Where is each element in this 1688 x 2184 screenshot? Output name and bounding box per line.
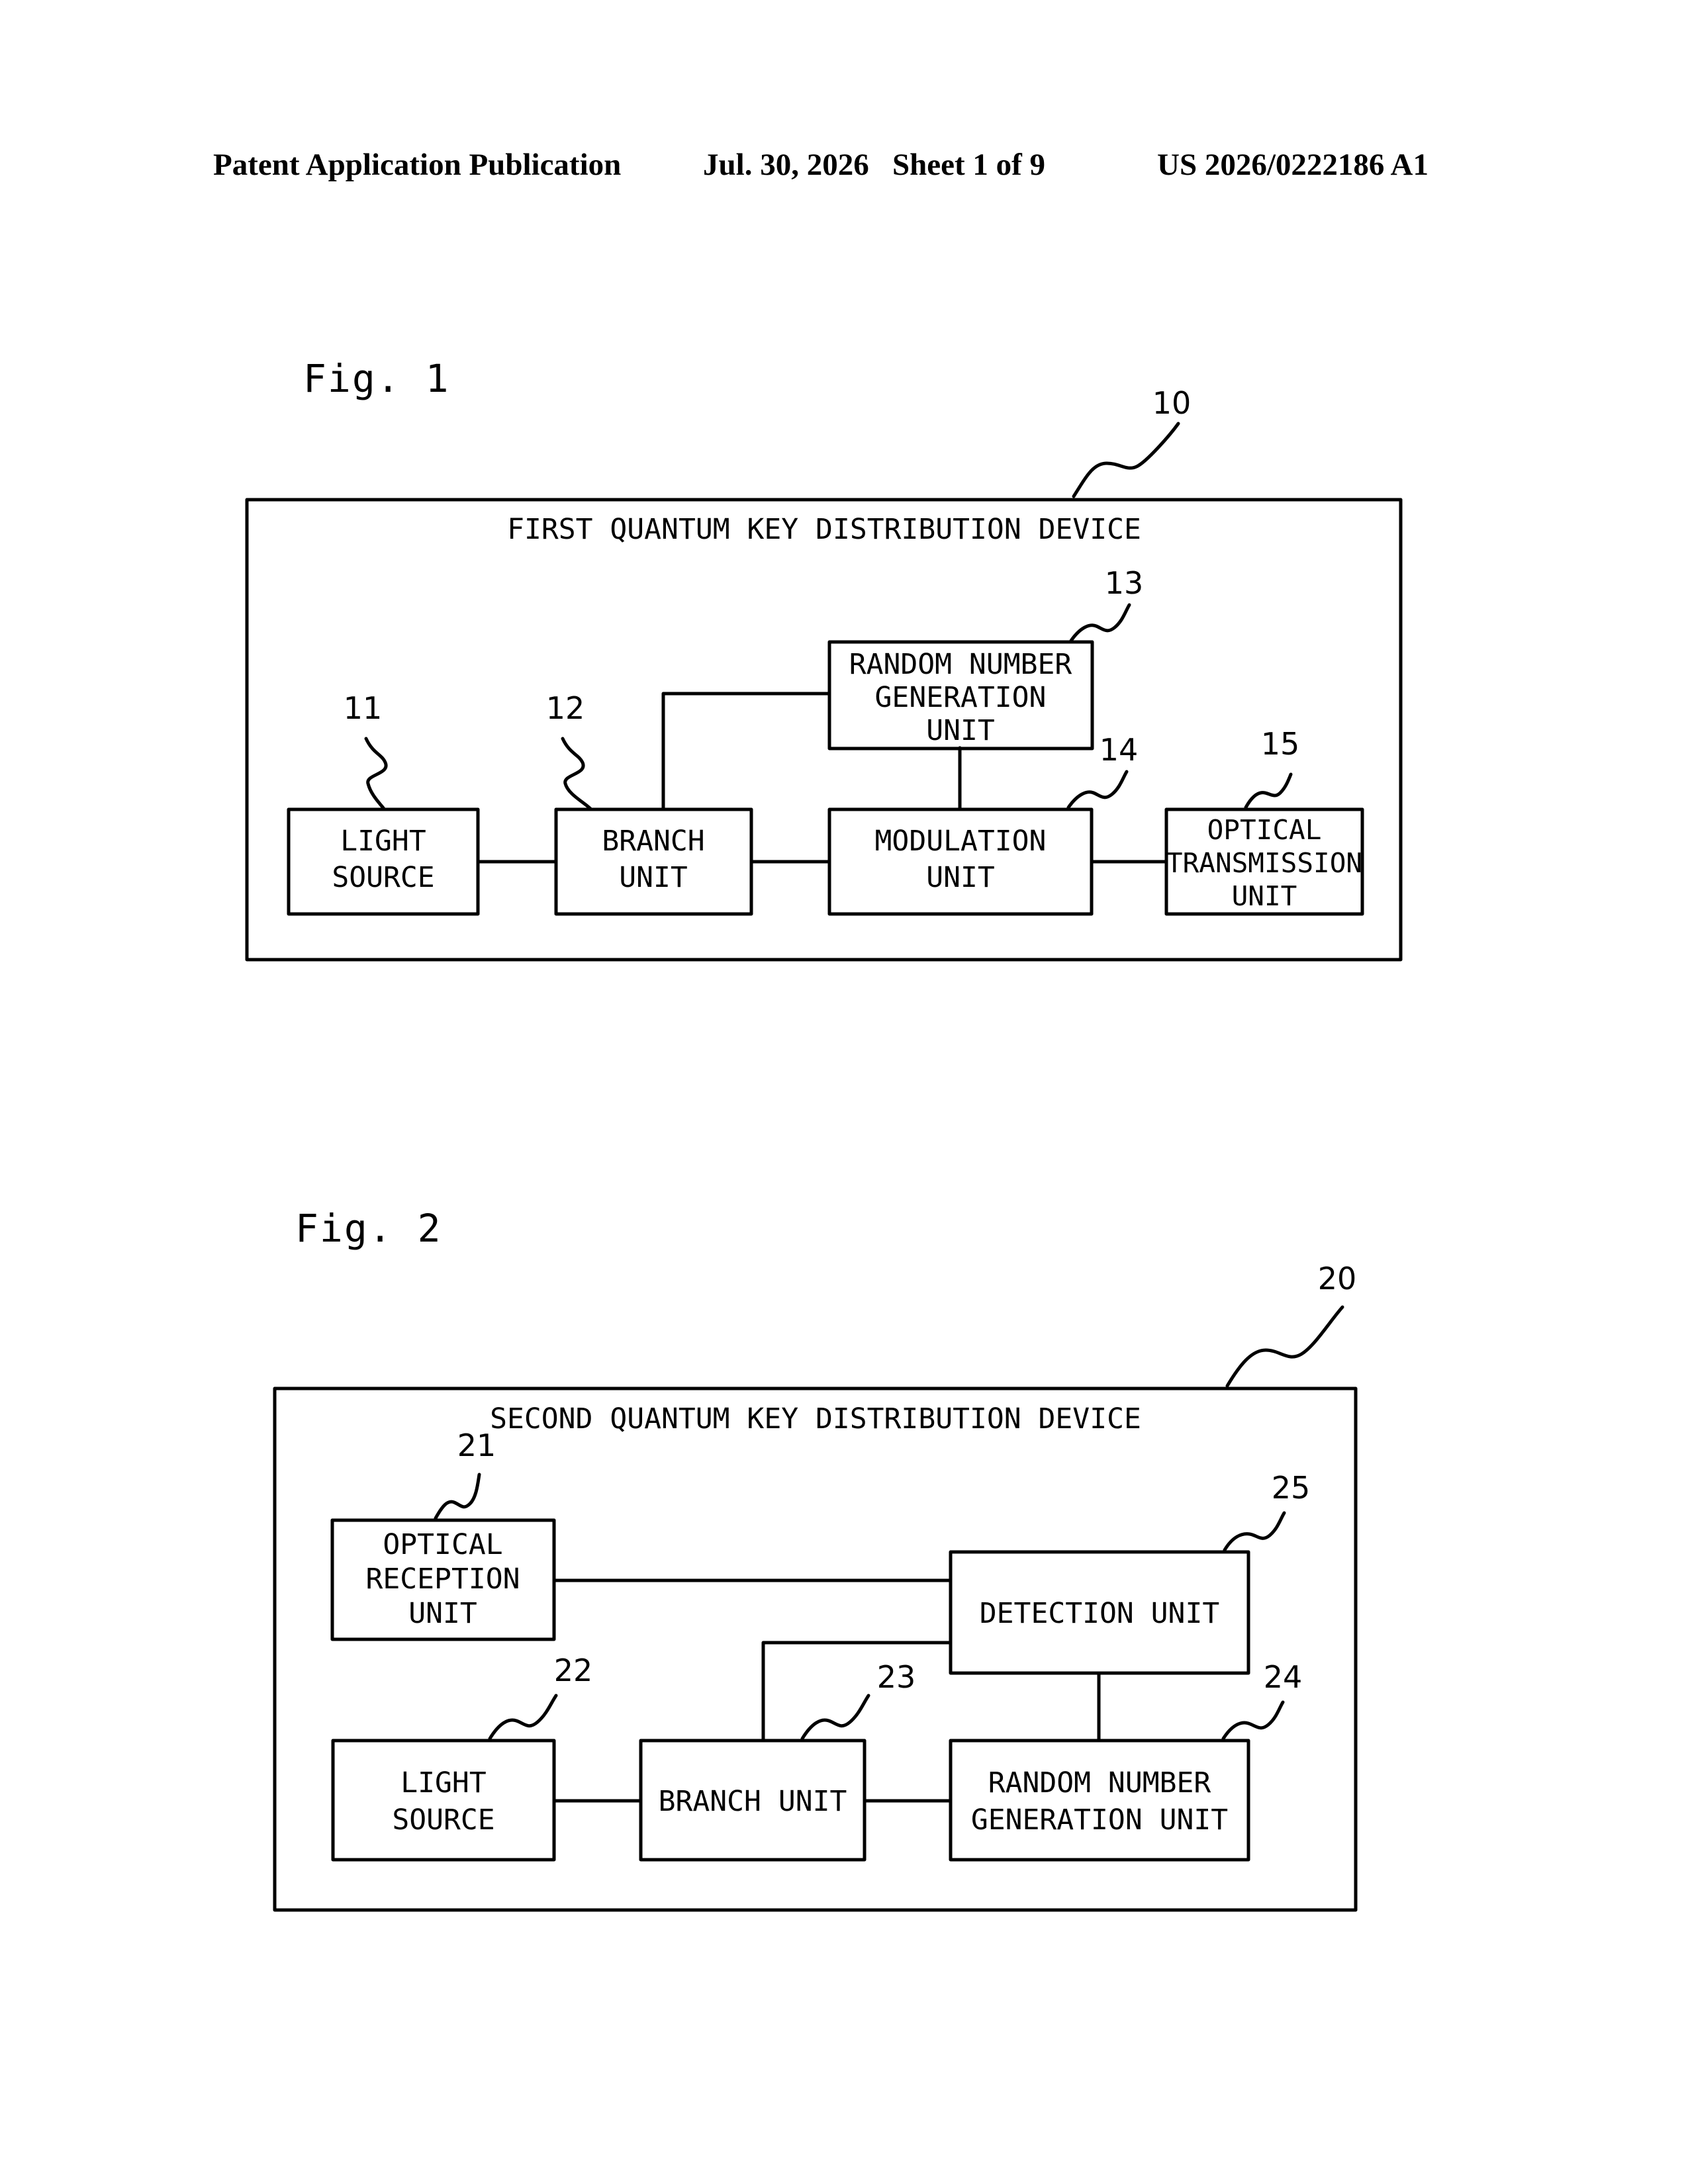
block-22-label-line-1: LIGHT	[400, 1766, 486, 1799]
block-15-label-line-2: TRANSMISSION	[1166, 847, 1362, 879]
device-20-title: SECOND QUANTUM KEY DISTRIBUTION DEVICE	[490, 1402, 1141, 1435]
block-11-label-line-2: SOURCE	[332, 861, 434, 894]
leader-20	[1227, 1307, 1342, 1386]
block-15-label-line-1: OPTICAL	[1207, 814, 1322, 846]
block-12-label-line-1: BRANCH	[602, 825, 704, 858]
ref-25: 25	[1272, 1470, 1311, 1506]
block-24-label-line-1: RANDOM NUMBER	[988, 1766, 1211, 1799]
leader-15	[1246, 774, 1291, 807]
block-22-light-source	[333, 1741, 554, 1860]
connector-12-13	[663, 694, 829, 809]
ref-10: 10	[1152, 385, 1192, 421]
ref-11: 11	[344, 690, 383, 726]
leader-10	[1074, 424, 1178, 496]
leader-23	[802, 1696, 868, 1739]
ref-24: 24	[1264, 1659, 1303, 1695]
block-21-label-line-2: RECEPTION	[366, 1563, 520, 1596]
leader-25	[1225, 1513, 1284, 1550]
ref-12: 12	[546, 690, 585, 726]
block-13-label-line-3: UNIT	[926, 714, 995, 747]
ref-14: 14	[1100, 732, 1139, 768]
leader-24	[1223, 1702, 1283, 1739]
block-14-label-line-2: UNIT	[926, 861, 995, 894]
leader-11	[366, 739, 386, 809]
leader-13	[1071, 605, 1129, 641]
block-12-label-line-2: UNIT	[619, 861, 688, 894]
ref-20: 20	[1318, 1261, 1357, 1297]
ref-21: 21	[457, 1428, 496, 1463]
device-10-title: FIRST QUANTUM KEY DISTRIBUTION DEVICE	[507, 513, 1141, 546]
ref-13: 13	[1105, 565, 1144, 601]
ref-23: 23	[877, 1659, 916, 1695]
leader-12	[563, 739, 590, 809]
block-22-label-line-2: SOURCE	[392, 1803, 494, 1837]
block-15-label-line-3: UNIT	[1232, 880, 1297, 912]
block-13-label-line-2: GENERATION	[875, 681, 1047, 714]
block-11-label-line-1: LIGHT	[340, 825, 426, 858]
leader-21	[436, 1475, 479, 1518]
block-14-label-line-1: MODULATION	[875, 825, 1047, 858]
connector-23-25	[763, 1643, 951, 1741]
leader-14	[1068, 772, 1127, 807]
block-13-label-line-1: RANDOM NUMBER	[849, 648, 1072, 681]
block-21-label-line-3: UNIT	[408, 1597, 477, 1630]
block-21-label-line-1: OPTICAL	[383, 1528, 502, 1561]
block-24-label-line-2: GENERATION UNIT	[971, 1803, 1228, 1837]
block-24-random-number-generation-unit	[951, 1741, 1248, 1860]
block-25-label-line-1: DETECTION UNIT	[980, 1597, 1219, 1630]
block-23-label-line-1: BRANCH UNIT	[659, 1785, 847, 1818]
leader-22	[490, 1696, 556, 1739]
ref-15: 15	[1261, 726, 1300, 762]
ref-22: 22	[554, 1653, 593, 1688]
